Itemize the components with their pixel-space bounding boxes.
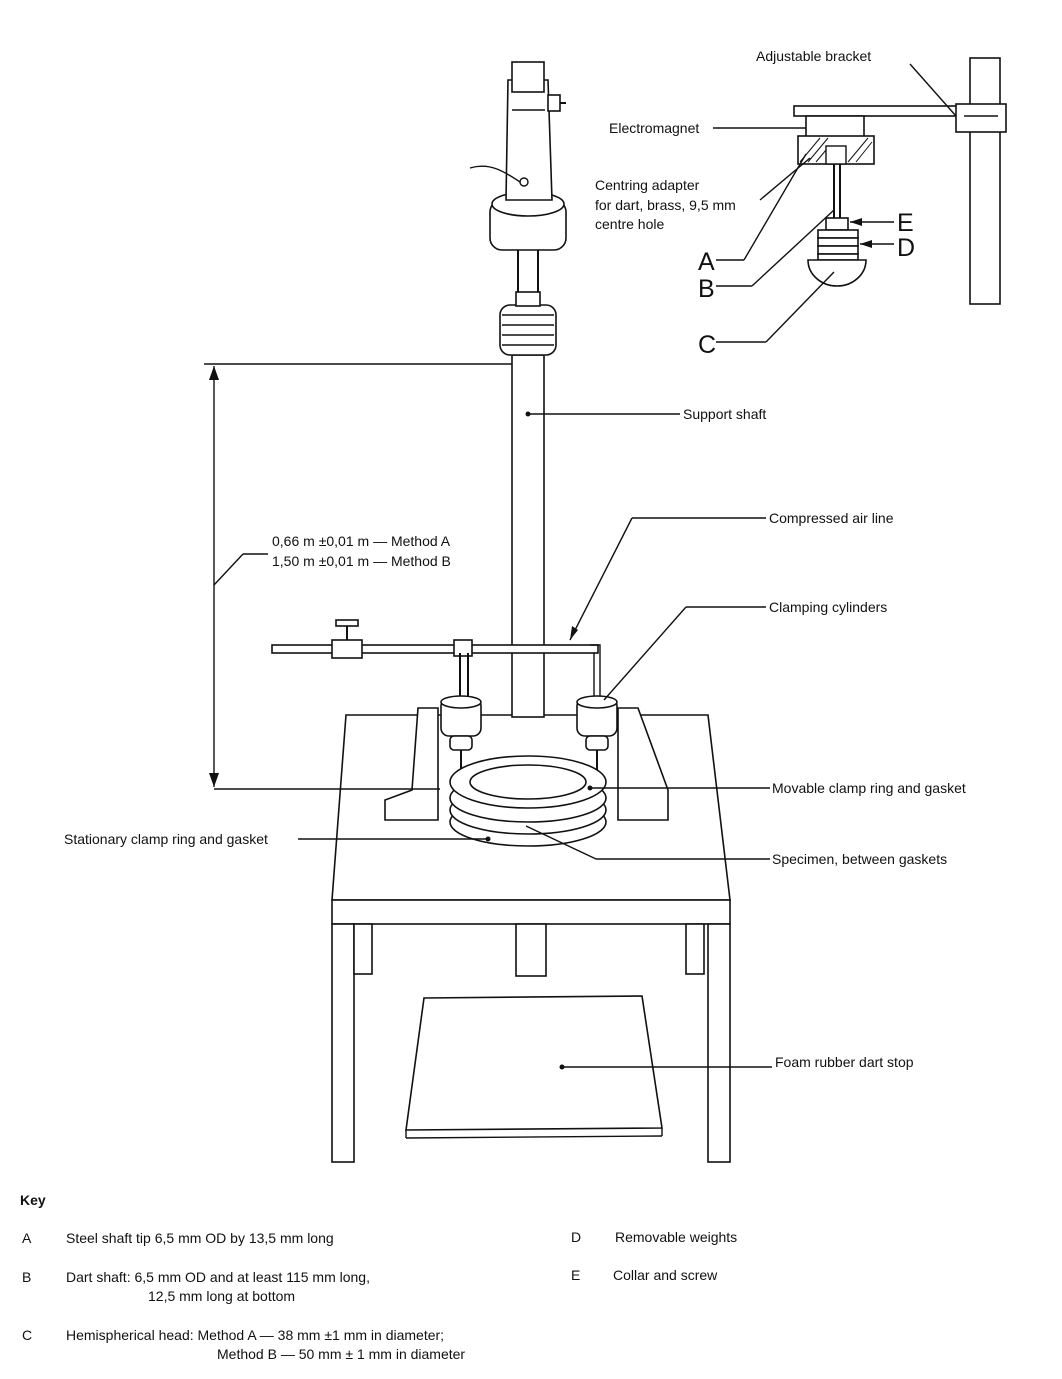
label-centring-adapter-1: Centring adapter: [595, 177, 700, 193]
label-foam-stop: Foam rubber dart stop: [775, 1054, 914, 1070]
key-letter: D: [571, 1229, 582, 1245]
label-stationary-clamp: Stationary clamp ring and gasket: [64, 831, 268, 847]
label-adjustable-bracket: Adjustable bracket: [756, 48, 871, 64]
key-text: Removable weights: [615, 1229, 738, 1245]
leader-lines: [298, 63, 957, 1070]
key-letter: E: [571, 1267, 581, 1283]
label-electromagnet: Electromagnet: [609, 120, 699, 136]
key-title: Key: [20, 1192, 46, 1208]
label-movable-clamp: Movable clamp ring and gasket: [772, 780, 966, 796]
key-letter: A: [22, 1230, 32, 1246]
height-dimension: [204, 363, 512, 790]
label-specimen: Specimen, between gaskets: [772, 851, 947, 867]
air-line: [271, 619, 601, 700]
label-centring-adapter-2: for dart, brass, 9,5 mm: [595, 197, 736, 213]
table: [331, 707, 731, 1163]
callout-e: E: [897, 209, 914, 237]
callout-b: B: [698, 275, 715, 303]
support-shaft: [469, 61, 567, 718]
label-centring-adapter-3: centre hole: [595, 216, 664, 232]
clamp-rings: [449, 755, 607, 847]
clamping-cylinders: [440, 653, 618, 790]
callout-c: C: [698, 331, 716, 359]
key-text: Hemispherical head: Method A — 38 mm ±1 …: [66, 1327, 445, 1343]
key-text: Steel shaft tip 6,5 mm OD by 13,5 mm lon…: [66, 1230, 334, 1246]
key-text: Dart shaft: 6,5 mm OD and at least 115 m…: [66, 1269, 370, 1285]
label-clamping-cylinders: Clamping cylinders: [769, 599, 887, 615]
key-text-continued: Method B — 50 mm ± 1 mm in diameter: [217, 1346, 466, 1362]
callout-a: A: [698, 248, 715, 276]
label-height-method-b: 1,50 m ±0,01 m — Method B: [272, 553, 451, 569]
key-letter: C: [22, 1327, 33, 1343]
diagram-labels: Adjustable bracket Electromagnet Centrin…: [64, 48, 966, 1070]
label-height-method-a: 0,66 m ±0,01 m — Method A: [272, 533, 451, 549]
key-text-continued: 12,5 mm long at bottom: [148, 1288, 296, 1304]
foam-stop-pad: [405, 995, 663, 1139]
key-letter: B: [22, 1269, 32, 1285]
label-compressed-air-line: Compressed air line: [769, 510, 894, 526]
callout-d: D: [897, 234, 915, 262]
label-support-shaft: Support shaft: [683, 406, 766, 422]
dart-assembly-inset: [793, 57, 1007, 305]
key-text: Collar and screw: [613, 1267, 718, 1283]
